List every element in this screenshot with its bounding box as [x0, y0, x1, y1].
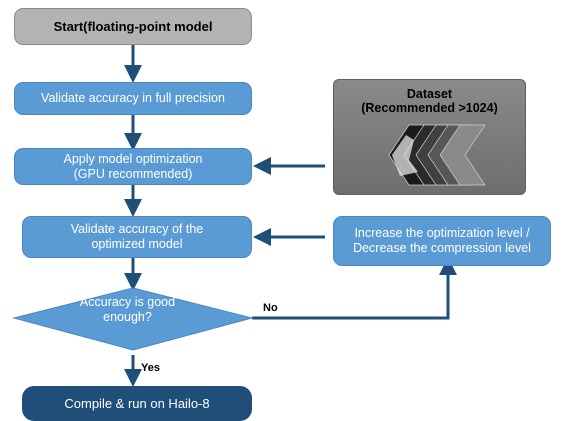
- apply-optimization-label-line2: (GPU recommended): [73, 166, 193, 181]
- dataset-title: Dataset (Recommended >1024): [334, 87, 525, 116]
- start-node-label: Start(floating-point model: [53, 18, 213, 34]
- decision-label: Accuracy is good enough?: [60, 295, 195, 325]
- adjust-optimization-label-line2: Decrease the compression level: [353, 241, 531, 255]
- validate-full-precision-label: Validate accuracy in full precision: [41, 91, 225, 105]
- decision-label-line2: enough?: [103, 310, 152, 324]
- dataset-title-line2: (Recommended >1024): [361, 101, 498, 116]
- validate-optimized-label-line2: optimized model: [91, 237, 183, 251]
- dataset-title-line1: Dataset: [406, 87, 453, 101]
- dataset-panel: Dataset (Recommended >1024): [333, 79, 526, 195]
- apply-optimization-node: Apply model optimization (GPU recommende…: [14, 148, 252, 185]
- compile-node: Compile & run on Hailo-8: [22, 386, 252, 421]
- compile-node-label: Compile & run on Hailo-8: [64, 395, 210, 411]
- arrow-no-path: [252, 257, 457, 320]
- yes-edge-label: Yes: [141, 362, 160, 374]
- adjust-optimization-label-line1: Increase the optimization level /: [354, 226, 530, 240]
- validate-optimized-label-line1: Validate accuracy of the: [70, 222, 204, 236]
- dataset-image-stack-icon: [388, 124, 486, 186]
- apply-optimization-label-line1: Apply model optimization: [63, 151, 203, 166]
- decision-label-line1: Accuracy is good: [79, 295, 176, 309]
- validate-full-precision-node: Validate accuracy in full precision: [14, 82, 252, 115]
- decision-diamond: [12, 287, 254, 351]
- validate-optimized-node: Validate accuracy of the optimized model: [22, 216, 252, 258]
- no-edge-label: No: [263, 302, 278, 314]
- adjust-optimization-node: Increase the optimization level / Decrea…: [333, 216, 551, 266]
- start-node: Start(floating-point model: [14, 8, 252, 45]
